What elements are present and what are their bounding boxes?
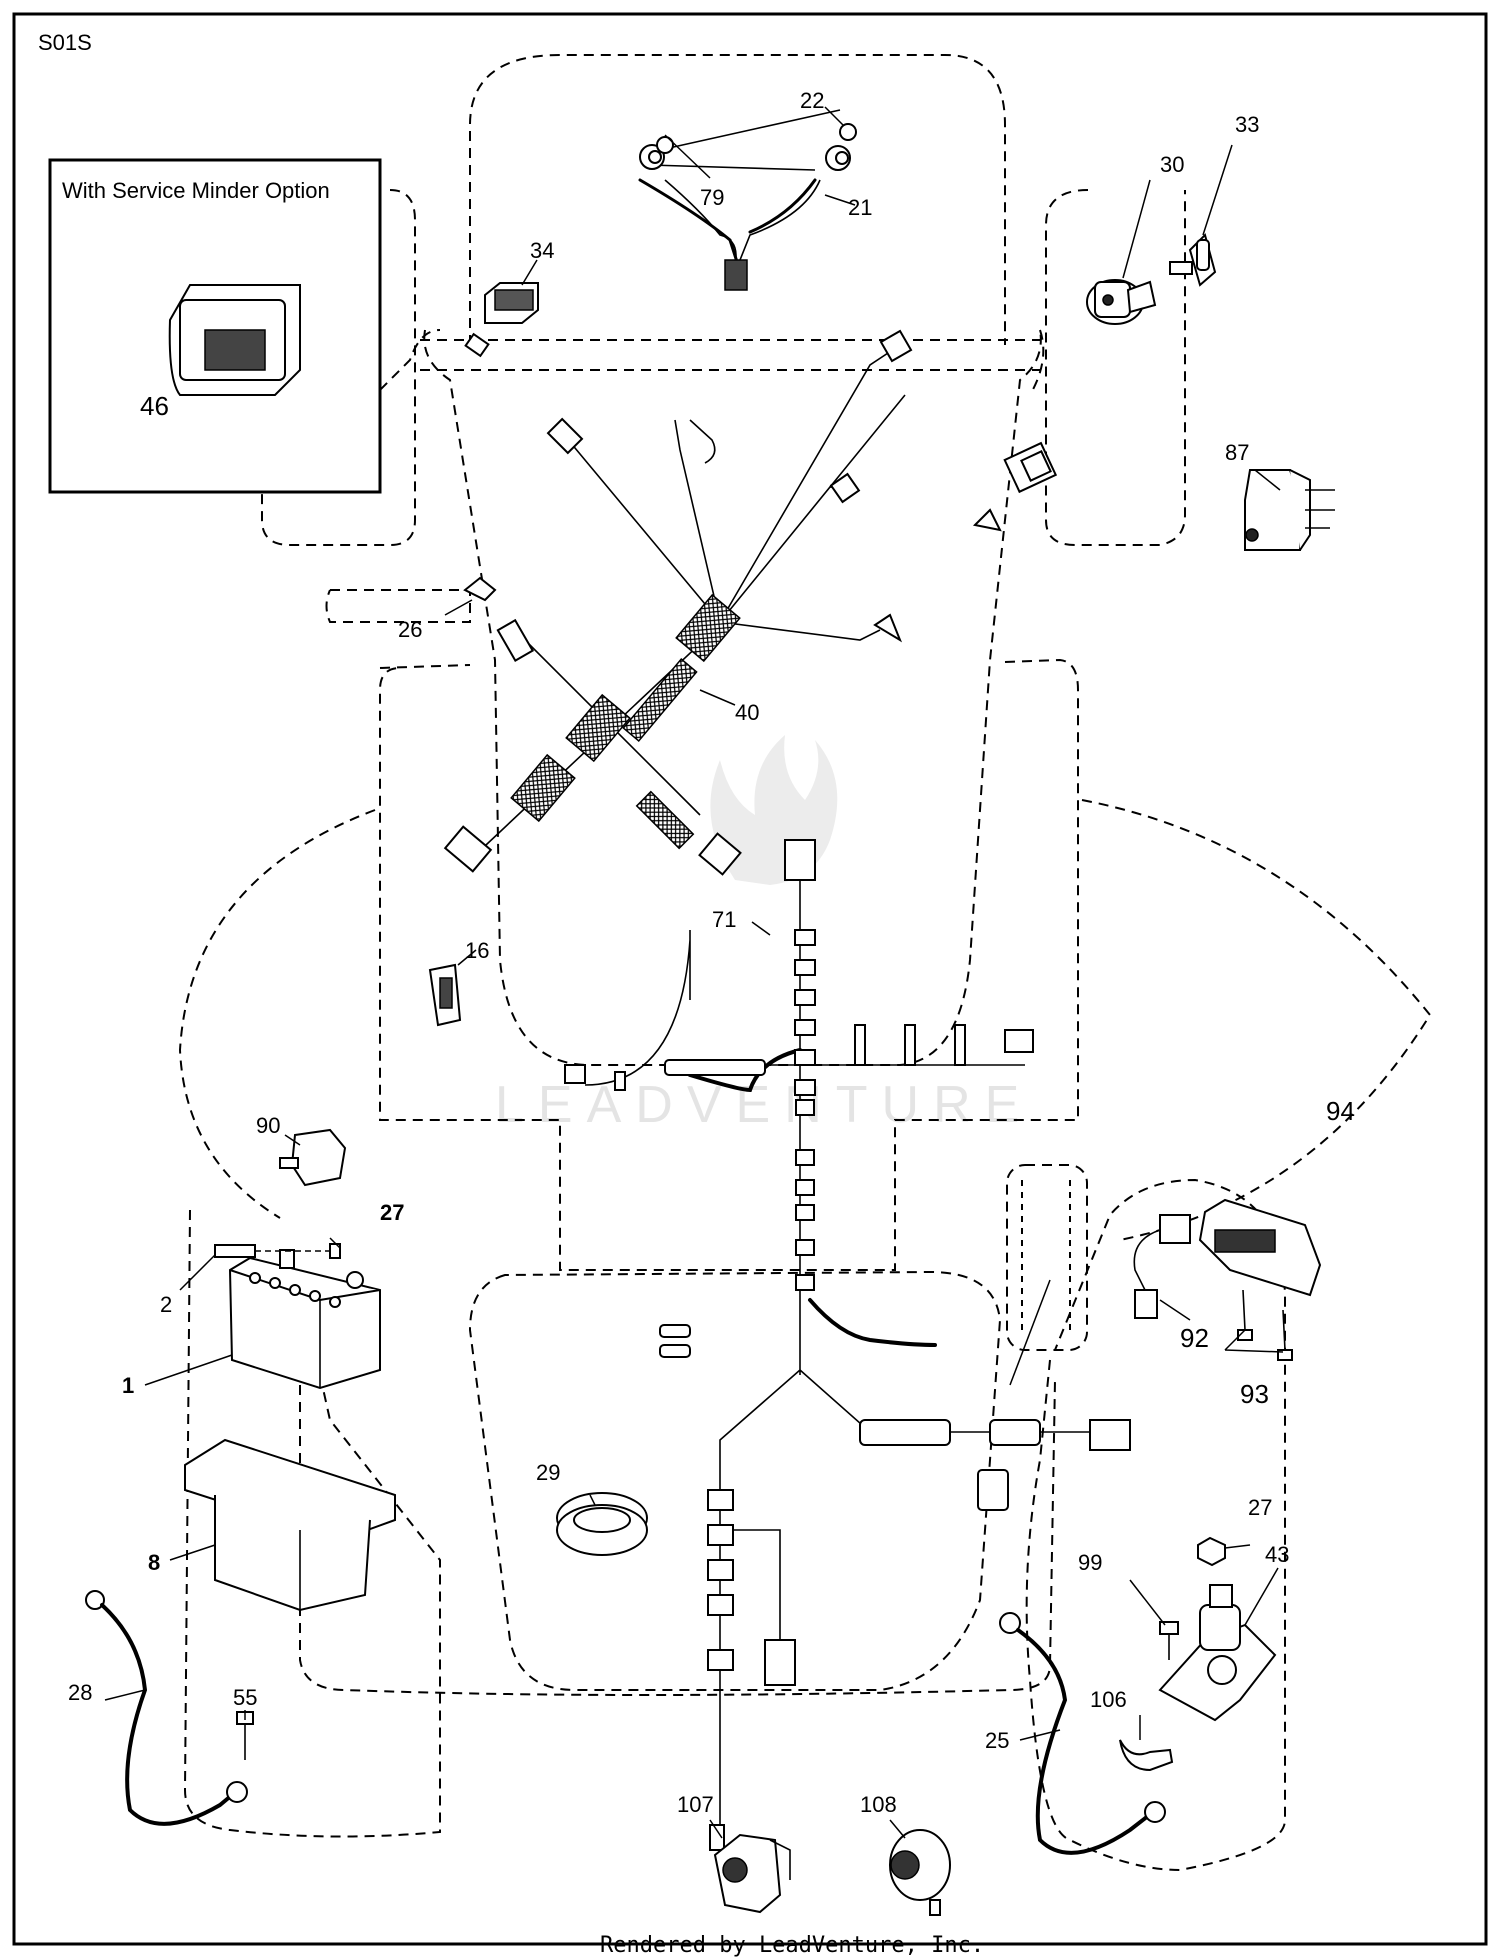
inset-frame <box>48 158 382 494</box>
label-99: 99 <box>1078 1550 1102 1575</box>
label-79: 79 <box>700 185 724 210</box>
label-29: 29 <box>536 1460 560 1485</box>
tractor-outline <box>178 54 1432 1872</box>
component-90 <box>279 1128 347 1187</box>
main-wire-harness <box>443 329 1058 876</box>
label-2: 2 <box>160 1292 172 1317</box>
battery-bolt <box>214 1243 341 1259</box>
rocker-switch <box>484 282 539 324</box>
label-90: 90 <box>256 1113 280 1138</box>
label-21: 21 <box>848 195 872 220</box>
connector-16 <box>428 963 462 1027</box>
label-106: 106 <box>1090 1687 1127 1712</box>
label-92: 92 <box>1180 1323 1209 1353</box>
label-71: 71 <box>712 907 736 932</box>
diagram-code: S01S <box>38 30 92 55</box>
label-8: 8 <box>148 1550 160 1575</box>
inset-title: With Service Minder Option <box>62 178 330 203</box>
label-34: 34 <box>530 238 554 263</box>
label-16: 16 <box>465 938 489 963</box>
label-40: 40 <box>735 700 759 725</box>
label-33: 33 <box>1235 112 1259 137</box>
label-87: 87 <box>1225 440 1249 465</box>
label-55: 55 <box>233 1685 257 1710</box>
service-minder-inset: With Service Minder Option <box>48 158 382 494</box>
fuse <box>463 576 497 602</box>
bolt-99 <box>1159 1621 1179 1660</box>
battery <box>228 1249 381 1390</box>
ignition-switch <box>1086 279 1157 325</box>
label-25: 25 <box>985 1728 1009 1753</box>
label-46: 46 <box>140 391 169 421</box>
battery-cable-25 <box>999 1612 1166 1855</box>
label-107: 107 <box>677 1792 714 1817</box>
battery-cable-28 <box>85 1590 248 1826</box>
label-28: 28 <box>68 1680 92 1705</box>
switch-107 <box>713 1833 791 1914</box>
diagram-frame <box>12 12 1488 1946</box>
label-94: 94 <box>1326 1096 1355 1126</box>
headlight-harness <box>638 109 857 291</box>
lower-wire-harness <box>564 839 1131 1851</box>
footer-credit: Rendered by LeadVenture, Inc. <box>600 1933 984 1958</box>
label-22: 22 <box>800 88 824 113</box>
relay <box>1244 469 1335 551</box>
clip-106 <box>1119 1739 1174 1772</box>
label-1: 1 <box>122 1373 134 1398</box>
label-26: 26 <box>398 617 422 642</box>
label-43: 43 <box>1265 1542 1289 1567</box>
module-94 <box>1133 1198 1322 1319</box>
watermark-text: LEADVENTURE <box>495 1076 1033 1134</box>
label-30: 30 <box>1160 152 1184 177</box>
label-27-battery: 27 <box>380 1200 404 1225</box>
battery-tray <box>184 1438 396 1612</box>
switch-108 <box>889 1829 951 1916</box>
label-93: 93 <box>1240 1379 1269 1409</box>
service-minder-display <box>168 284 301 396</box>
leader-lines <box>104 106 1284 1839</box>
label-27-solenoid: 27 <box>1248 1495 1272 1520</box>
nut-27 <box>1197 1536 1226 1567</box>
grommet <box>556 1492 648 1556</box>
label-108: 108 <box>860 1792 897 1817</box>
part-labels: S01S 22 79 21 34 30 33 87 46 26 40 71 16… <box>38 30 1355 1817</box>
starter-solenoid <box>1158 1584 1277 1722</box>
ignition-key <box>1169 233 1217 287</box>
screws-93 <box>1237 1289 1293 1361</box>
